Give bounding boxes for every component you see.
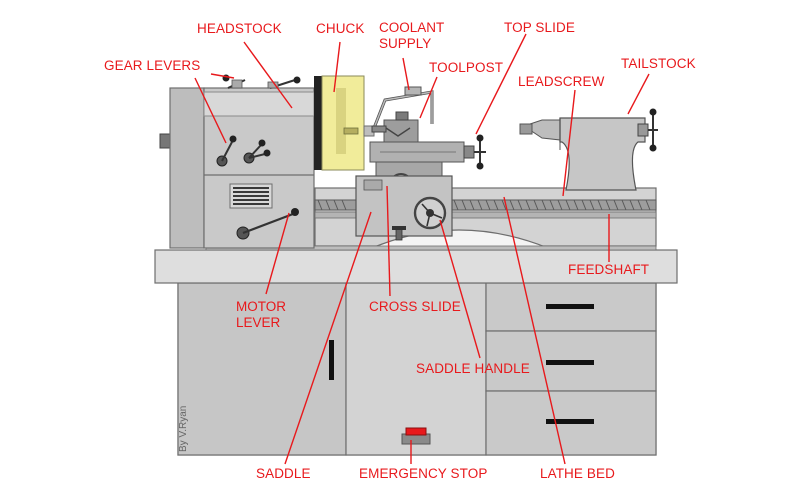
label-coolant-supply: COOLANT SUPPLY [379, 20, 445, 51]
label-chuck: CHUCK [316, 21, 365, 36]
top-slide-leader [475, 33, 527, 135]
leadscrew [314, 199, 657, 211]
leader-lines [194, 33, 650, 465]
saddle [355, 175, 453, 241]
label-leadscrew: LEADSCREW [518, 74, 605, 89]
gear-levers-leader-1 [210, 73, 235, 79]
coolant-leader [402, 57, 410, 91]
chuck-leader [333, 41, 341, 93]
label-gear-levers: GEAR LEVERS [104, 58, 201, 73]
label-saddle: SADDLE [256, 466, 311, 481]
toolpost-leader [419, 76, 438, 119]
label-cross-slide: CROSS SLIDE [369, 299, 461, 314]
label-tailstock: TAILSTOCK [621, 56, 696, 71]
saddle-leader [284, 211, 372, 465]
headstock [159, 74, 315, 249]
label-feedshaft: FEEDSHAFT [568, 262, 650, 277]
cabinet-drawers [485, 282, 657, 456]
chuck [314, 75, 375, 171]
label-headstock: HEADSTOCK [197, 21, 282, 36]
label-lathe-bed: LATHE BED [540, 466, 615, 481]
top-slide [369, 134, 486, 170]
label-motor-lever: MOTOR LEVER [236, 299, 286, 330]
door-handle [329, 340, 334, 380]
author-credit: By V.Ryan [178, 405, 189, 452]
tailstock [519, 108, 658, 191]
cross-slide-leader [386, 185, 391, 297]
label-toolpost: TOOLPOST [429, 60, 504, 75]
saddle-handle-leader [439, 219, 481, 359]
headstock-leader [243, 41, 293, 109]
motor-lever-leader [265, 212, 290, 295]
label-emergency-stop: EMERGENCY STOP [359, 466, 488, 481]
leadscrew-leader [562, 89, 576, 197]
gear-levers-leader-2 [194, 77, 227, 144]
toolpost [371, 111, 419, 143]
top-levers [222, 74, 301, 89]
coolant-supply [372, 86, 434, 129]
tailstock-leader [627, 73, 650, 115]
motor-lever [236, 208, 299, 240]
gearbox-vent [229, 183, 273, 209]
label-saddle-handle: SADDLE HANDLE [416, 361, 530, 376]
label-top-slide: TOP SLIDE [504, 20, 575, 35]
cabinet [177, 282, 657, 456]
feedshaft [314, 211, 657, 219]
lathe-bed-leader [503, 196, 566, 465]
tray [154, 249, 678, 284]
gear-levers [216, 135, 271, 167]
emergency-stop-button [401, 427, 431, 445]
